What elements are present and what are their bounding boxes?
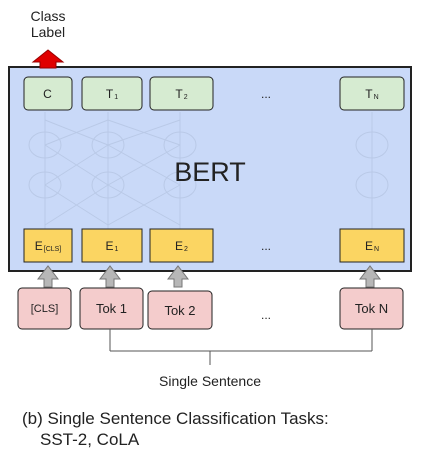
- output-box-t1: [81, 76, 143, 111]
- output-token-subscript: 1: [114, 94, 119, 101]
- up-arrow-icon: [98, 265, 122, 288]
- class-label-line1: Class: [30, 8, 66, 24]
- class-label-text: Class Label: [18, 8, 78, 40]
- embedding-box-2: [149, 228, 214, 263]
- embedding-text: E: [34, 238, 43, 253]
- input-box-2: [147, 290, 213, 330]
- input-label: Single Sentence: [159, 373, 261, 389]
- embedding-subscript: [CLS]: [43, 246, 62, 253]
- figure-caption: (b) Single Sentence Classification Tasks…: [22, 408, 422, 451]
- up-arrow-icon: [36, 265, 60, 288]
- output-token-text: T: [175, 86, 183, 101]
- bert-title: BERT: [174, 157, 246, 187]
- caption-line2: SST-2, CoLA: [40, 430, 140, 450]
- output-box-t2: [149, 76, 214, 111]
- up-arrows: [36, 265, 382, 288]
- output-ellipsis: ...: [244, 77, 288, 110]
- embedding-text: E: [364, 238, 373, 253]
- embedding-ellipsis: ...: [244, 229, 288, 262]
- embedding-box-cls: [23, 228, 73, 263]
- class-label-line2: Label: [30, 24, 66, 41]
- output-token-text: C: [43, 86, 52, 101]
- embedding-label: E[CLS]: [24, 229, 72, 262]
- embedding-subscript: 2: [184, 246, 188, 253]
- output-box-tn: [339, 76, 405, 111]
- input-ellipsis: ...: [260, 308, 271, 322]
- output-token-text: T: [365, 86, 373, 101]
- output-token-subscript: 2: [183, 94, 188, 101]
- embedding-subscript: 1: [114, 246, 119, 253]
- embedding-subscript: N: [373, 246, 380, 253]
- input-token-label: Tok 2: [164, 302, 196, 318]
- output-box-c: [23, 76, 73, 111]
- input-box-cls: [17, 287, 72, 330]
- sentence-bracket: [109, 329, 373, 365]
- up-arrow-icon: [358, 265, 382, 288]
- embedding-box-n: [339, 228, 405, 263]
- output-token-text: T: [105, 86, 114, 101]
- embedding-box-1: [81, 228, 143, 263]
- network-connections: [28, 112, 389, 230]
- input-token-label: Tok N: [354, 301, 389, 316]
- embedding-text: E: [105, 238, 114, 253]
- input-token-label: [CLS]: [30, 302, 59, 315]
- up-arrow-icon: [166, 265, 190, 288]
- output-ellipsis-text: ...: [260, 86, 271, 101]
- class-label-arrow-icon: [31, 49, 65, 69]
- output-token-label: C: [24, 77, 72, 110]
- input-token-label: Tok 1: [95, 301, 128, 316]
- output-token-subscript: N: [373, 94, 379, 101]
- input-box-1: [79, 287, 144, 330]
- embedding-text: E: [175, 238, 184, 253]
- embedding-ellipsis-text: ...: [260, 238, 271, 253]
- caption-line1: (b) Single Sentence Classification Tasks…: [22, 409, 329, 428]
